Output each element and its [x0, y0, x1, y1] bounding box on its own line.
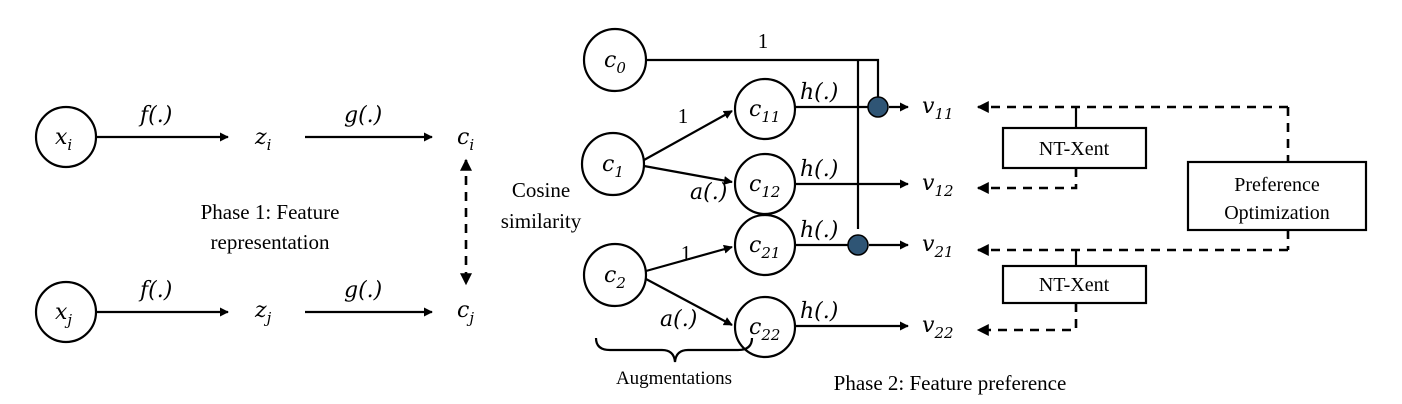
node-c1: c1	[580, 131, 646, 197]
svg-text:c12: c12	[749, 172, 780, 201]
h-label-21: h(.)	[800, 218, 838, 243]
h-label-22: h(.)	[800, 299, 838, 324]
c2-aug-label: a(.)	[660, 307, 697, 332]
c0-connector	[646, 58, 880, 97]
arrow-c1-c11	[643, 110, 733, 161]
output-v22: v22	[922, 313, 954, 342]
cosine-label-line2: similarity	[501, 209, 582, 233]
node-c12: c12	[733, 152, 797, 216]
preference-optimization-box: Preference Optimization	[1186, 160, 1368, 232]
phase1-group: xi f(.) zi g(.) ci xj f(.) zj g(.) cj Co…	[34, 103, 582, 344]
node-xj: xj	[34, 280, 98, 344]
g-label-j: g(.)	[344, 278, 382, 303]
z-i: zi	[254, 125, 272, 154]
phase1-title-line1: Phase 1: Feature	[201, 200, 340, 224]
dashed-arrow-v12	[976, 168, 1078, 194]
c0-weight-label: 1	[758, 29, 769, 53]
svg-text:c2: c2	[604, 263, 626, 292]
f-label-i: f(.)	[138, 103, 172, 128]
z-j: zj	[254, 298, 272, 327]
phase2-group: c0 1 c1 1 a(.) c11 c12 c2 1 a(.)	[580, 27, 1368, 395]
svg-text:xj: xj	[55, 300, 72, 329]
arrow-c2-c21	[645, 244, 733, 273]
c1-aug-label: a(.)	[690, 180, 727, 205]
augmentations-brace	[594, 337, 754, 363]
node-c2: c2	[582, 242, 648, 308]
f-label-j: f(.)	[138, 278, 172, 303]
svg-text:Optimization: Optimization	[1224, 202, 1330, 224]
output-v12: v12	[922, 171, 954, 200]
h-label-11: h(.)	[800, 80, 838, 105]
output-v11: v11	[922, 94, 954, 123]
svg-text:c22: c22	[749, 315, 780, 344]
svg-text:c11: c11	[749, 97, 780, 126]
svg-text:c1: c1	[602, 152, 624, 181]
arrow-c2-c22	[645, 278, 733, 326]
c-i: ci	[457, 125, 474, 154]
phase2-title: Phase 2: Feature preference	[834, 371, 1067, 395]
svg-text:c21: c21	[749, 233, 780, 262]
c1-identity-label: 1	[678, 104, 689, 128]
junction-dot-v11	[867, 96, 889, 118]
c2-identity-label: 1	[681, 241, 692, 265]
h-label-12: h(.)	[800, 157, 838, 182]
augmentations-label: Augmentations	[616, 368, 732, 389]
node-c0: c0	[582, 27, 648, 93]
cosine-label-line1: Cosine	[512, 178, 570, 202]
svg-text:NT-Xent: NT-Xent	[1039, 274, 1110, 296]
node-c11: c11	[733, 77, 797, 141]
arrow-c1-c12	[643, 164, 733, 185]
svg-text:xi: xi	[55, 125, 72, 154]
dashed-arrow-v22	[976, 303, 1078, 336]
ntxent-box-top: NT-Xent	[1001, 126, 1148, 170]
output-v21: v21	[922, 232, 954, 261]
svg-text:c0: c0	[604, 48, 626, 77]
node-c22: c22	[733, 295, 797, 359]
phase1-title-line2: representation	[211, 230, 330, 254]
svg-text:Preference: Preference	[1234, 174, 1320, 196]
junction-dot-v21	[847, 234, 869, 256]
node-c21: c21	[733, 213, 797, 277]
c-j: cj	[457, 298, 474, 327]
node-xi: xi	[34, 105, 98, 169]
ntxent-box-bottom: NT-Xent	[1001, 264, 1148, 305]
svg-text:NT-Xent: NT-Xent	[1039, 138, 1110, 160]
g-label-i: g(.)	[344, 103, 382, 128]
